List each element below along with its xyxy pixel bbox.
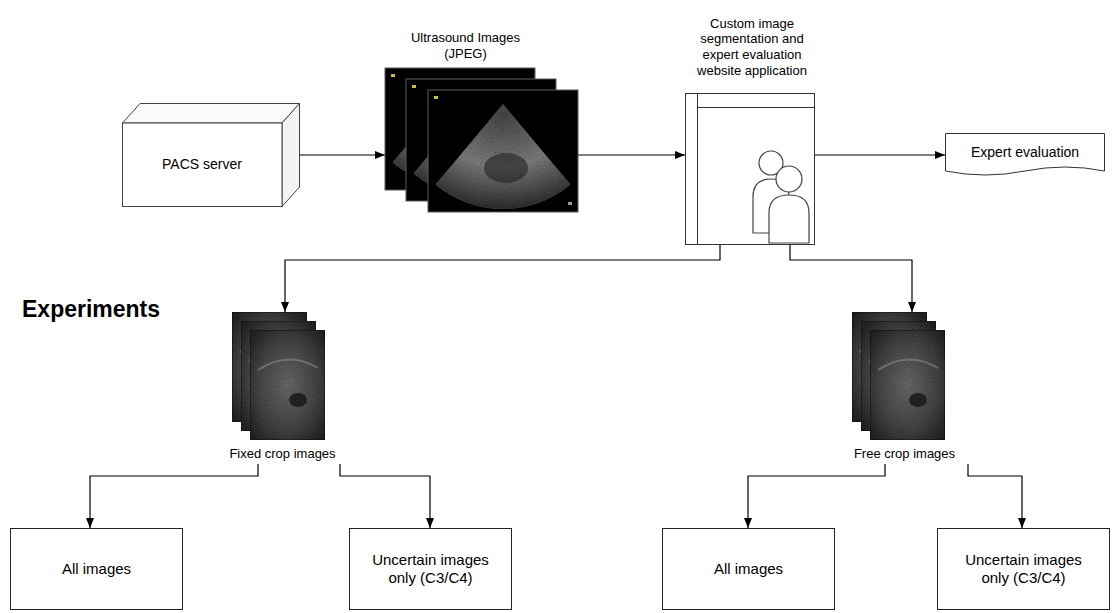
window-bar [698,107,816,108]
ultrasound-region [484,153,528,183]
box-outline [350,529,512,610]
us-shape [385,68,578,212]
scan-mark [412,85,416,88]
scan-mark [434,96,438,99]
connector-arrow [578,154,685,155]
crop-texture [878,359,938,370]
image-stack: Free crop images [832,312,977,464]
node-label: Uncertain images only (C3/C4) [959,551,1089,588]
box-outline [938,529,1110,610]
server-front [123,123,283,207]
window-frame [686,94,815,245]
connector-arrow [748,464,885,528]
box-outline [663,529,835,610]
crop-lesion [909,393,927,407]
image-stack: Fixed crop images [215,312,350,464]
person-body [769,195,809,243]
server-box: PACS server [122,103,300,207]
node-label: All images [62,560,131,578]
process-box: All images [662,528,835,610]
node-heading: Custom image segmentation and expert eva… [690,16,815,79]
scan-mark [568,202,572,205]
image-stack: Ultrasound Images (JPEG) [385,68,578,212]
scan-mark [391,74,395,77]
server-top [123,104,300,124]
crop-shape [215,312,350,464]
node-label: All images [714,560,783,578]
web-app-window: Custom image segmentation and expert eva… [685,93,815,245]
ultrasound-image [428,90,578,212]
section-label: Experiments [22,296,160,323]
connector-arrow [790,245,912,312]
node-label: Expert evaluation [971,144,1079,161]
image-frame [428,90,578,212]
connector-arrow [285,245,720,312]
crop-image [870,330,945,440]
connector-arrow [340,464,430,528]
connector-arrow [968,464,1022,528]
crop-image-group [870,330,945,440]
crop-image [250,330,325,440]
server-shape [122,103,300,207]
connector-arrow [815,154,945,155]
window-shape [685,93,815,245]
process-box: Uncertain images only (C3/C4) [937,528,1110,610]
connector-arrow [90,464,258,528]
crop-image-group [250,330,325,440]
node-heading: Ultrasound Images (JPEG) [403,30,528,62]
node-label: Free crop images [854,446,955,462]
box-outline [11,529,183,610]
connector-arrow [300,154,385,155]
node-label: PACS server [162,156,242,173]
person-head [776,166,802,192]
document-outline [946,134,1105,176]
process-box: All images [10,528,183,610]
crop-lesion [289,393,307,407]
document-shape: Expert evaluation [945,133,1105,179]
crop-texture [258,359,318,370]
crop-shape [832,312,977,464]
ultrasound-fan [436,104,571,209]
node-label: Fixed crop images [229,446,335,462]
node-label: Uncertain images only (C3/C4) [366,551,496,588]
process-box: Uncertain images only (C3/C4) [349,528,512,610]
server-side [282,104,300,207]
window-sidebar [697,93,698,245]
